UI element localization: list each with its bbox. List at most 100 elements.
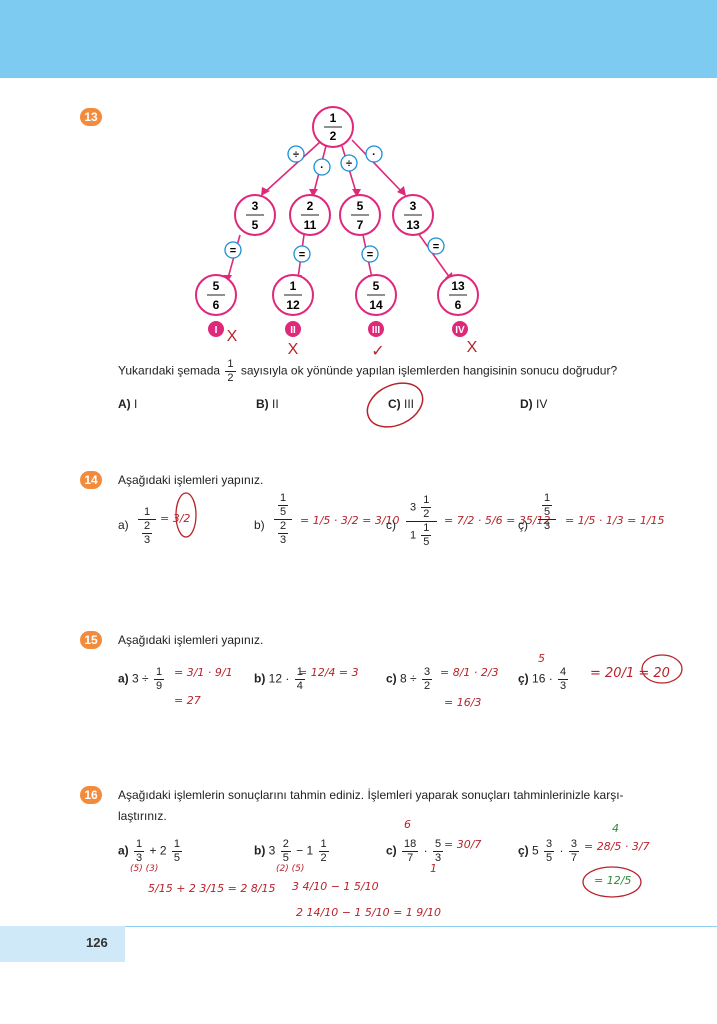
footer-divider [0, 926, 717, 927]
svg-text:2: 2 [307, 199, 314, 213]
svg-text:13: 13 [451, 279, 465, 293]
q16-b-handwriting-1: (2) (5) [276, 864, 305, 874]
page-number: 126 [86, 935, 108, 950]
q14-instruction: Aşağıdaki işlemleri yapınız. [118, 473, 264, 487]
svg-text:7: 7 [357, 218, 364, 232]
svg-text:IV: IV [455, 325, 465, 336]
question-14-badge: 14 [80, 471, 102, 489]
q16-a-handwriting-1: (5) (3) [130, 864, 159, 874]
q15-instruction: Aşağıdaki işlemleri yapınız. [118, 633, 264, 647]
equals-node [224, 241, 242, 259]
mark-1: X [227, 328, 238, 345]
label-badge-1 [208, 321, 224, 337]
q15-cc-answer-circle [641, 654, 683, 684]
q16-cc-handwriting-1: = 28/5 · 3/7 [584, 840, 650, 853]
question-13-badge: 13 [80, 108, 102, 126]
mark-2: X [288, 341, 299, 358]
header-band [0, 0, 717, 78]
q16-cc-answer-circle [582, 866, 642, 898]
root-numerator: 1 [330, 111, 337, 125]
op-node [340, 154, 358, 172]
q14-cc-key: ç) [518, 518, 528, 532]
svg-text:5: 5 [357, 199, 364, 213]
q16-c-handwriting-2: 1 [430, 862, 437, 875]
footer-page-box [0, 926, 125, 962]
svg-text:12: 12 [286, 298, 300, 312]
svg-text:III: III [372, 325, 381, 336]
svg-text:=: = [433, 241, 439, 253]
op-multiply-2: · [372, 149, 376, 161]
mark-3: ✓ [371, 343, 384, 360]
svg-text:6: 6 [455, 298, 462, 312]
svg-text:5: 5 [373, 279, 380, 293]
arrow-line [417, 232, 451, 279]
op-node [313, 158, 331, 176]
q16-c-handwriting-3: = 30/7 [444, 838, 482, 851]
root-denominator: 2 [330, 129, 337, 143]
q16-b-handwriting-2: 3 4/10 − 1 5/10 [292, 880, 379, 893]
svg-text:6: 6 [213, 298, 220, 312]
svg-text:=: = [299, 249, 305, 261]
svg-text:14: 14 [369, 298, 383, 312]
q16-instruction-line1: Aşağıdaki işlemlerin sonuçlarını tahmin … [118, 788, 624, 802]
question-15-badge: 15 [80, 631, 102, 649]
q16-a-handwriting-2: 5/15 + 2 3/15 = 2 8/15 [148, 882, 276, 895]
label-badge-2 [285, 321, 301, 337]
mark-4: X [467, 339, 478, 356]
op-divide-2: ÷ [346, 158, 352, 170]
svg-text:11: 11 [304, 218, 317, 232]
q16-c-handwriting-1: 6 [404, 818, 411, 831]
q16-b-handwriting-3: 2 14/10 − 1 5/10 = 1 9/10 [296, 906, 442, 919]
arrowhead [352, 189, 361, 197]
label-badge-4 [452, 321, 468, 337]
svg-text:5: 5 [252, 218, 259, 232]
op-node [287, 145, 305, 163]
q15-cc-handwriting-2: = 20/1 = 20 [590, 666, 670, 681]
answer-circle-mark [366, 382, 424, 428]
q14-c-handwriting: = 7/2 · 5/6 = 35/12 [444, 514, 551, 527]
svg-text:3: 3 [410, 199, 417, 213]
operation-tree-diagram: 1 2 ÷ · ÷ · 35 211 57 313 = = = = 56 [195, 106, 479, 360]
svg-text:3: 3 [252, 199, 259, 213]
option-d[interactable]: D) IV [520, 397, 548, 411]
arrow-line [264, 141, 321, 193]
arrowhead [309, 189, 318, 197]
svg-text:5: 5 [213, 279, 220, 293]
op-multiply-1: · [320, 162, 324, 174]
arrowhead [397, 186, 406, 196]
q14-c-key: c) [386, 518, 396, 532]
equals-node [427, 237, 445, 255]
option-b[interactable]: B) II [256, 397, 279, 411]
q14-a-circle [175, 492, 197, 538]
q14-a-key: a) [118, 518, 129, 532]
question-16-badge: 16 [80, 786, 102, 804]
q15-a-handwriting-1: = 3/1 · 9/1 [174, 666, 233, 679]
q15-a-handwriting-2: = 27 [174, 694, 201, 707]
svg-text:1: 1 [290, 279, 297, 293]
q14-cc-handwriting: = 1/5 · 1/3 = 1/15 [565, 514, 665, 527]
q16-cc-handwriting-3: = 12/5 [594, 874, 632, 887]
q15-b-handwriting: = 12/4 = 3 [298, 666, 359, 679]
option-c[interactable]: C) III [388, 397, 415, 411]
q16-instruction-line2: laştırınız. [118, 809, 167, 823]
q14-b-handwriting: = 1/5 · 3/2 = 3/10 [300, 514, 400, 527]
label-badge-3 [368, 321, 384, 337]
q16-cc-handwriting-2: 4 [612, 822, 619, 835]
option-a[interactable]: A) I [118, 397, 138, 411]
q14-a-handwriting: = 3/2 [160, 512, 191, 525]
svg-text:I: I [215, 325, 218, 336]
equals-node [293, 245, 311, 263]
svg-text:13: 13 [406, 218, 420, 232]
arrowhead [261, 187, 270, 196]
arrow-line [351, 139, 403, 193]
